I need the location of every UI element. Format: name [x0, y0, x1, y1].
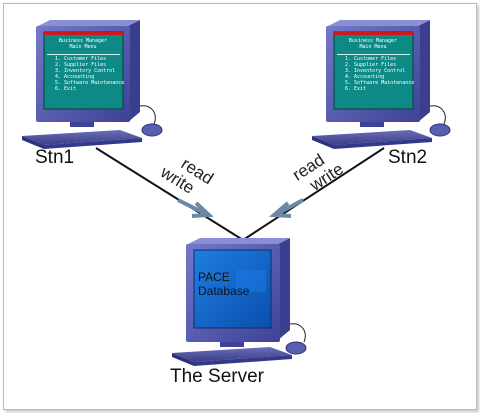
station-stn2: Business Manager Main Menu 1. Customer F…: [312, 20, 451, 168]
screen-subtitle: Main Menu: [69, 44, 96, 50]
screen-menu-item: 3. Inventory Control: [345, 68, 405, 74]
station-stn1: Business Manager Main Menu 1. Customer F…: [22, 20, 163, 168]
screen-menu-item: 3. Inventory Control: [55, 68, 115, 74]
screen-menu-item: 4. Accounting: [55, 74, 94, 80]
connection-line: [95, 147, 244, 241]
server-screen-line1: PACE: [198, 270, 230, 284]
link-label-group: read write: [156, 154, 216, 198]
arrow-shaft: [276, 198, 304, 216]
screen-menu-item: 5. Software Maintenance: [55, 80, 124, 86]
screen-menu-item: 1. Customer Files: [55, 56, 106, 62]
connection-line: [242, 147, 385, 241]
computer-icon: PACE Database: [172, 238, 307, 366]
arrow-head-icon: [191, 201, 214, 218]
server-screen-line2: Database: [198, 284, 250, 298]
screen-menu-item: 2. Supplier Files: [345, 62, 396, 68]
link-label-group: read write: [289, 150, 347, 195]
station-label: Stn1: [35, 147, 74, 168]
server-label: The Server: [170, 366, 265, 387]
station-label: Stn2: [388, 147, 427, 168]
link-stn2-server: read write: [242, 147, 385, 241]
screen-menu-item: 6. Exit: [55, 86, 76, 92]
arrow-shaft: [177, 198, 207, 216]
computer-icon: Business Manager Main Menu 1. Customer F…: [22, 20, 163, 149]
screen-title: Business Manager: [349, 38, 397, 44]
screen-menu-item: 1. Customer Files: [345, 56, 396, 62]
computer-icon: Business Manager Main Menu 1. Customer F…: [312, 20, 451, 149]
screen-menu-item: 5. Software Maintenance: [345, 80, 414, 86]
screen-menu-item: 2. Supplier Files: [55, 62, 106, 68]
screen-menu-item: 4. Accounting: [345, 74, 384, 80]
link-stn1-server: read write: [95, 147, 244, 241]
screen-title: Business Manager: [59, 38, 107, 44]
arrow-head-icon: [268, 201, 292, 218]
screen-subtitle: Main Menu: [359, 44, 386, 50]
screen-menu-item: 6. Exit: [345, 86, 366, 92]
server: PACE Database The Server: [170, 238, 307, 387]
